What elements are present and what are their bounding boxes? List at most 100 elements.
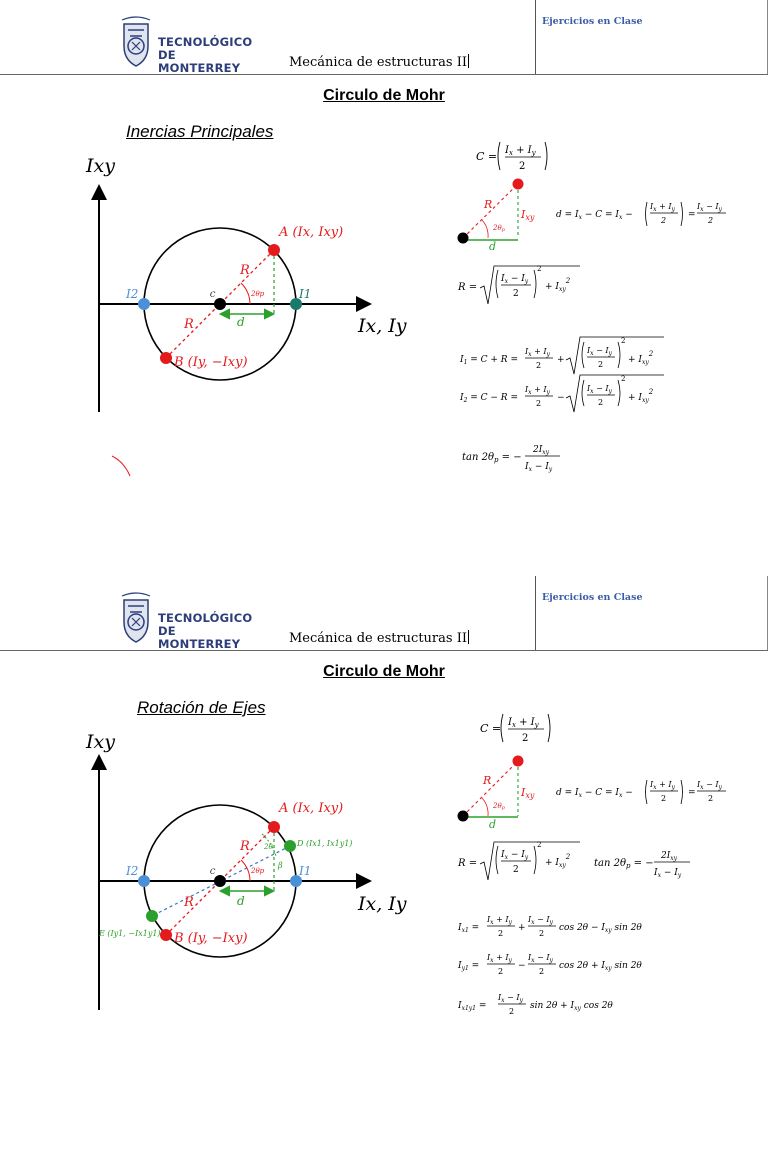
radius-label-upper: R (239, 263, 250, 278)
point-b-label: B (Iy, −Ixy) (173, 931, 248, 946)
point-d (284, 840, 296, 852)
svg-text:tan 2θp = −: tan 2θp = − (462, 452, 522, 464)
svg-text:Ix + Iy: Ix + Iy (507, 717, 540, 729)
logo-line-2: DE MONTERREY (158, 624, 241, 651)
svg-text:2: 2 (537, 841, 541, 849)
svg-text:2: 2 (539, 929, 544, 938)
angle-label: 2θp (250, 867, 265, 875)
formulas-1: C = Ix + Iy 2 R 2θp Ixy d d = Ix − C = I… (457, 141, 726, 473)
point-e (146, 910, 158, 922)
page-title: Circulo de Mohr (323, 87, 445, 104)
svg-text:2: 2 (513, 865, 519, 875)
point-e-label: E (Iy1, −Ix1y1) (98, 929, 161, 938)
tec-logo: TECNOLÓGICO DE MONTERREY (118, 592, 258, 651)
svg-text:2: 2 (598, 360, 603, 369)
svg-text:cos 2θ + Ixy sin 2θ: cos 2θ + Ixy sin 2θ (559, 961, 642, 972)
point-i2 (138, 298, 150, 310)
svg-text:Ix + Iy: Ix + Iy (649, 202, 676, 213)
svg-text:Iy1 =: Iy1 = (457, 961, 479, 972)
point-b-label: B (Iy, −Ixy) (173, 355, 248, 370)
svg-text:−: − (557, 393, 565, 403)
logo-line-1: TECNOLÓGICO (158, 35, 253, 49)
svg-text:2θp: 2θp (492, 224, 506, 233)
header-divider (0, 74, 768, 75)
page-1: TECNOLÓGICO DE MONTERREY Mecánica de est… (0, 0, 768, 477)
svg-text:sin 2θ + Ixy cos 2θ: sin 2θ + Ixy cos 2θ (530, 1001, 613, 1012)
logo-line-2: DE MONTERREY (158, 48, 241, 75)
formula-d: d = Ix − C = Ix − Ix + Iy 2 = Ix − Iy 2 (556, 779, 726, 805)
svg-text:Ix + Iy: Ix + Iy (524, 385, 551, 396)
svg-text:I2 = C − R =: I2 = C − R = (459, 393, 518, 404)
svg-text:d = Ix − C = Ix −: d = Ix − C = Ix − (556, 210, 633, 221)
i2-label: I2 (125, 287, 138, 301)
svg-text:Ix − Iy: Ix − Iy (527, 953, 554, 964)
svg-text:2: 2 (660, 216, 666, 225)
svg-text:Ix − Iy: Ix − Iy (524, 462, 553, 473)
radius-line (165, 826, 275, 936)
svg-text:=: = (688, 788, 696, 798)
course-name-text: Mecánica de estructuras II (289, 631, 467, 646)
svg-text:Ix + Iy: Ix + Iy (486, 915, 513, 926)
svg-text:Ixy: Ixy (520, 786, 535, 800)
svg-text:+: + (518, 923, 526, 933)
svg-text:2: 2 (708, 794, 713, 803)
svg-text:=: = (688, 210, 696, 220)
angle-arc (240, 859, 251, 882)
formula-ix1y1: Ix1y1 = Ix − Iy 2 sin 2θ + Ixy cos 2θ (457, 993, 613, 1016)
mohr-diagram-1: Ixy Ix, Iy A (Ix, Ixy) B (Iy, −Ixy) C I2… (85, 155, 407, 477)
formula-ix1: Ix1 = Ix + Iy 2 + Ix − Iy 2 cos 2θ − Ixy… (457, 915, 642, 938)
point-a-label: A (Ix, Ixy) (278, 801, 343, 816)
formula-d: d = Ix − C = Ix − Ix + Iy 2 = Ix − Iy 2 (556, 201, 726, 227)
point-a-label: A (Ix, Ixy) (278, 225, 343, 240)
point-i2 (138, 875, 150, 887)
center-label: C (210, 868, 216, 876)
angle-arc-2theta (261, 833, 277, 857)
svg-text:C =: C = (480, 722, 501, 735)
mini-triangle: R 2θp Ixy d (457, 178, 535, 253)
point-c (214, 875, 226, 887)
course-name: Mecánica de estructuras II (289, 630, 469, 646)
formula-r: R = Ix − Iy 2 2 + Ixy2 (457, 841, 580, 881)
formula-tan: tan 2θp = − 2Ixy Ix − Iy (462, 445, 560, 473)
svg-text:2: 2 (621, 337, 625, 345)
svg-text:Ix − Iy: Ix − Iy (586, 384, 613, 395)
svg-text:d: d (489, 240, 496, 253)
svg-text:2: 2 (536, 361, 541, 370)
header-tag: Ejercicios en Clase (542, 16, 643, 27)
header-tag: Ejercicios en Clase (542, 592, 643, 603)
svg-text:Ixy: Ixy (520, 208, 535, 222)
point-a (268, 244, 280, 256)
formula-c: C = Ix + Iy 2 (476, 141, 548, 172)
svg-text:2: 2 (621, 375, 625, 383)
svg-text:2: 2 (498, 929, 503, 938)
i1-label: I1 (298, 864, 311, 878)
angle-label: 2θp (250, 290, 265, 298)
svg-text:Ix + Iy: Ix + Iy (486, 953, 513, 964)
svg-text:+ Ixy2: + Ixy2 (628, 350, 654, 366)
beta-label: β (277, 861, 283, 870)
point-a (268, 821, 280, 833)
course-name: Mecánica de estructuras II (289, 54, 469, 70)
y-axis-label: Ixy (85, 155, 115, 177)
logo-line-1: TECNOLÓGICO (158, 611, 253, 625)
svg-text:2: 2 (707, 216, 713, 225)
svg-text:d: d (489, 818, 496, 831)
i1-label: I1 (298, 287, 311, 301)
center-label: C (210, 291, 216, 299)
svg-text:I1 = C + R =: I1 = C + R = (459, 355, 518, 366)
svg-text:d = Ix − C = Ix −: d = Ix − C = Ix − (556, 788, 633, 799)
svg-text:2: 2 (522, 733, 528, 744)
svg-text:2: 2 (519, 161, 525, 172)
y-axis-label: Ixy (85, 731, 115, 753)
course-name-text: Mecánica de estructuras II (289, 55, 467, 70)
formulas-2: C = Ix + Iy 2 R 2θp Ixy d d = Ix − C = I… (457, 713, 726, 1016)
svg-text:Ix − Iy: Ix − Iy (500, 850, 529, 861)
point-i1 (290, 875, 302, 887)
svg-text:+ Ixy2: + Ixy2 (628, 388, 654, 404)
point-c (214, 298, 226, 310)
svg-text:Ix1y1 =: Ix1y1 = (457, 1001, 486, 1012)
svg-text:Ix − Iy: Ix − Iy (497, 993, 524, 1004)
svg-text:Ix + Iy: Ix + Iy (504, 145, 537, 157)
svg-text:cos 2θ − Ixy sin 2θ: cos 2θ − Ixy sin 2θ (559, 923, 642, 934)
svg-text:2: 2 (513, 289, 519, 299)
